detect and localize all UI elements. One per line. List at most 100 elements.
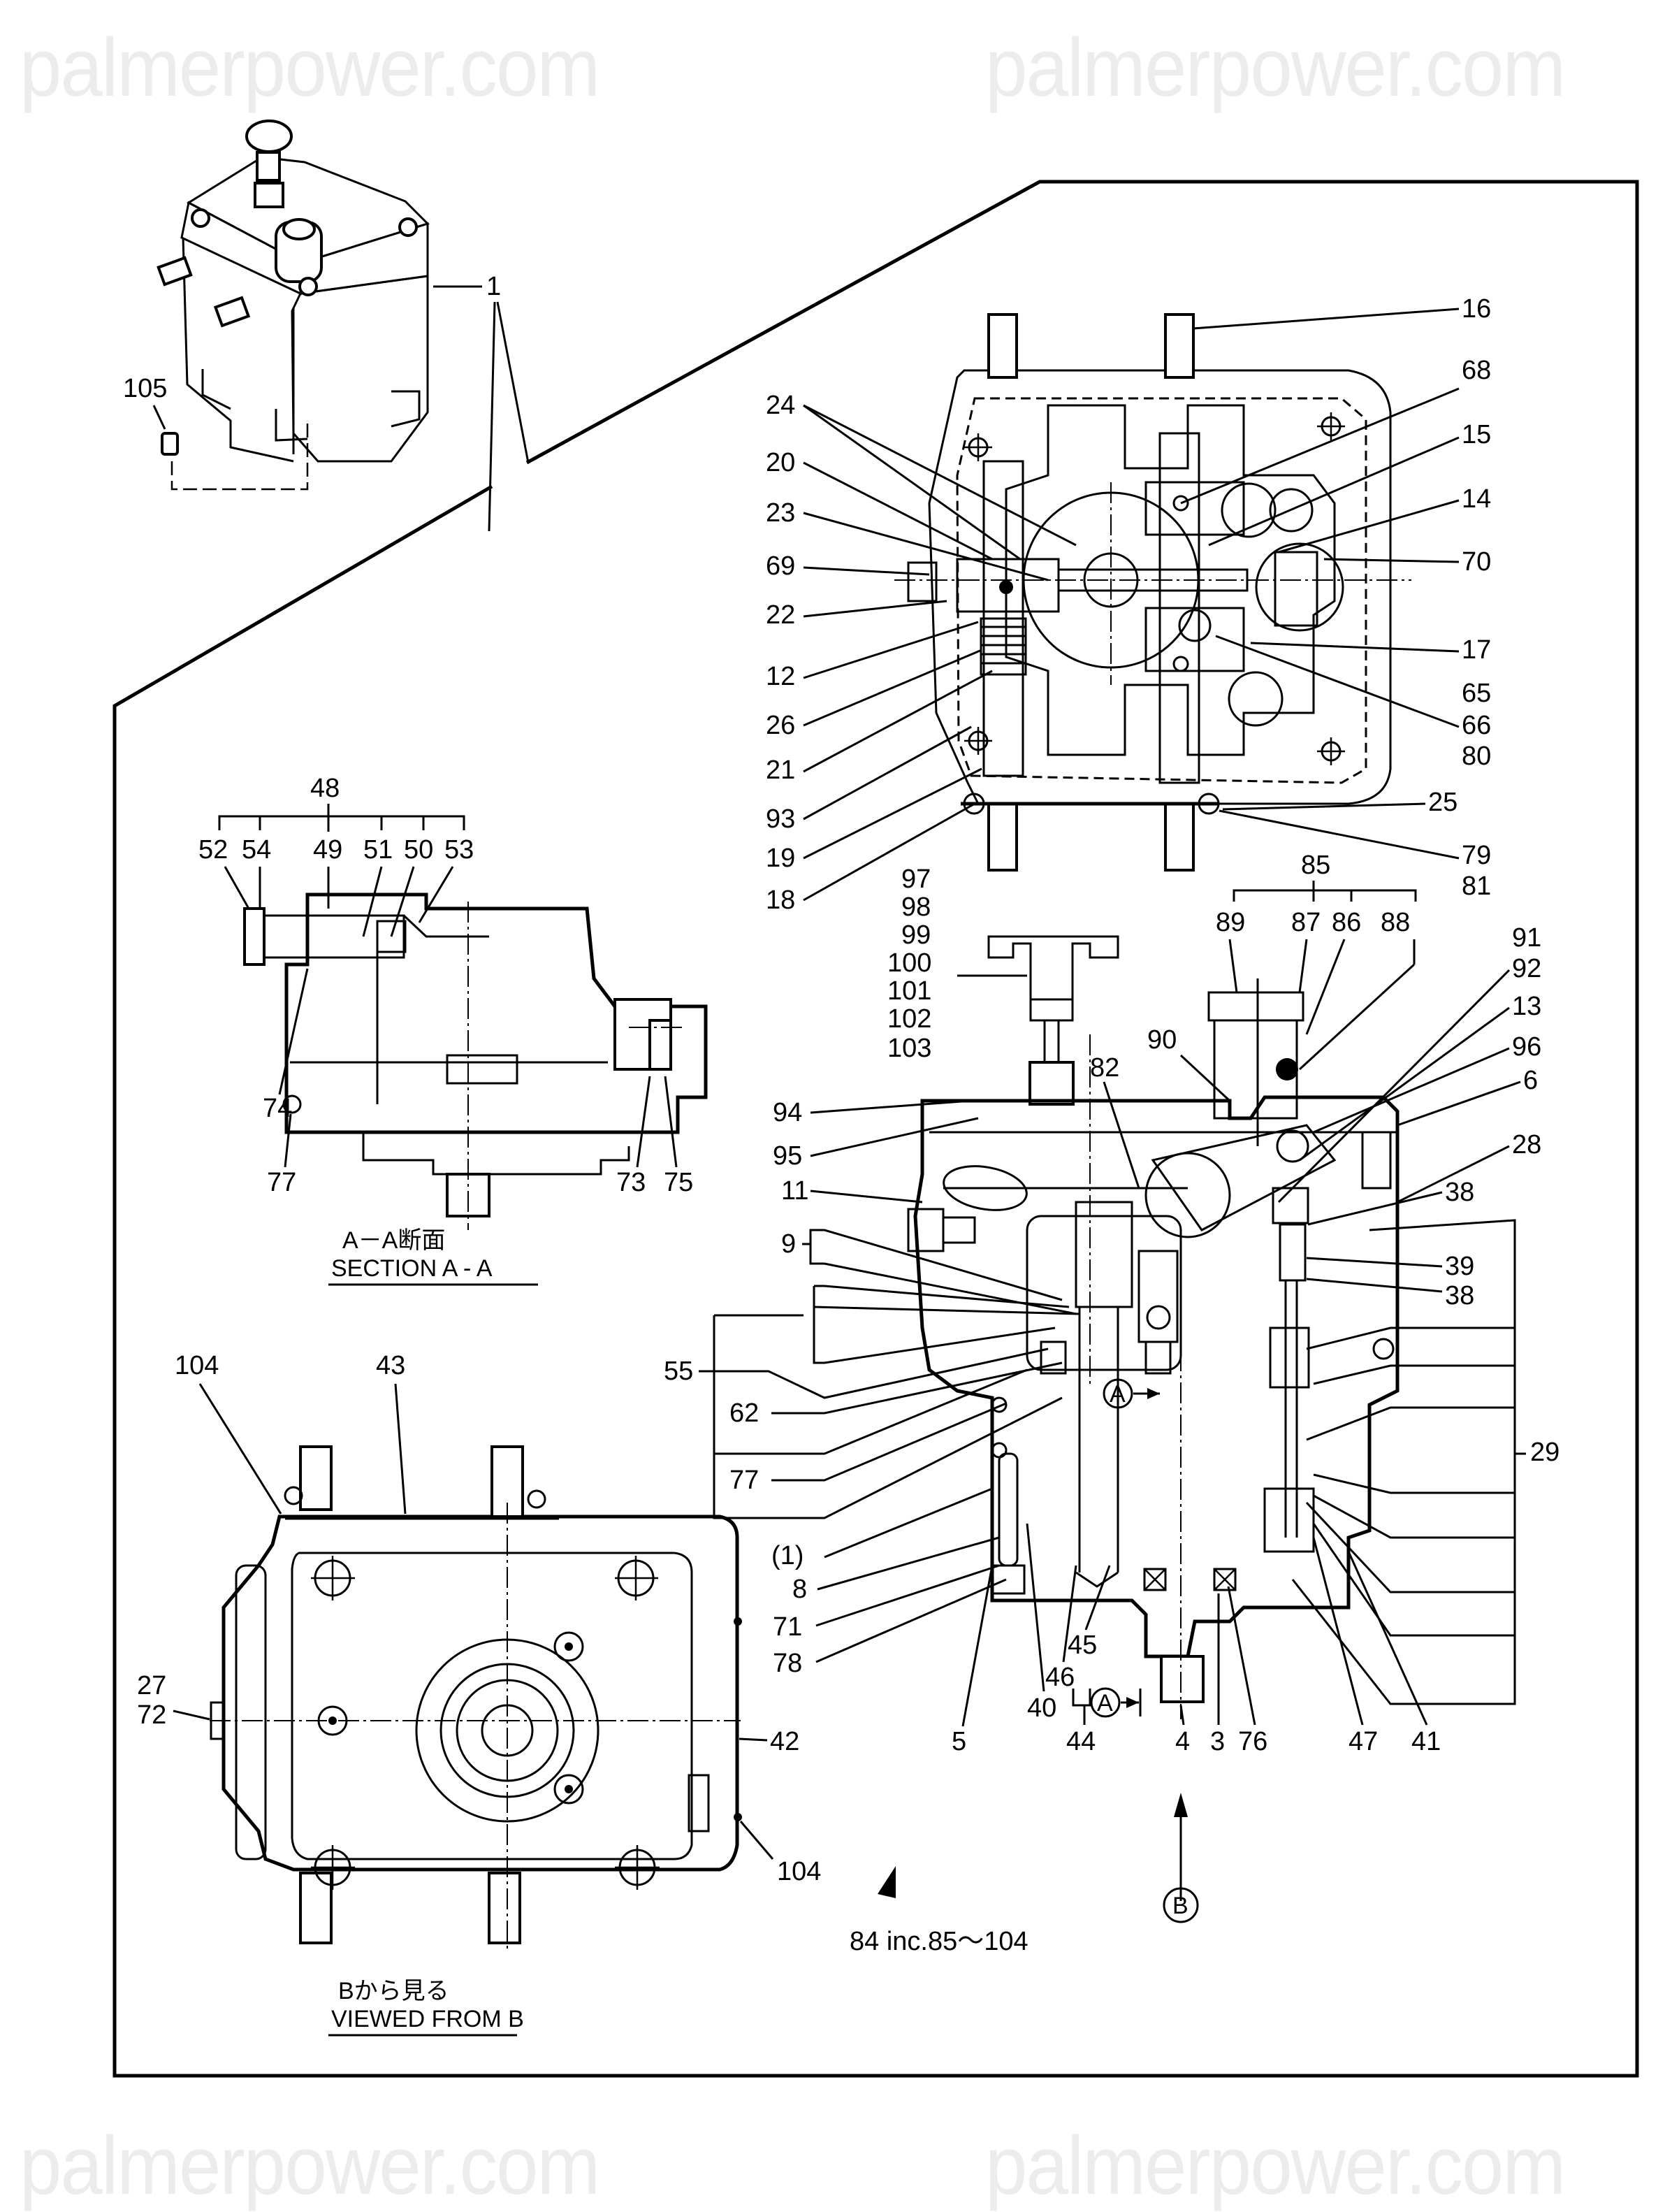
- top-view-callouts-left: 24 20 23 69 22 12 26 21 93 19 18: [766, 391, 1077, 915]
- callout-label: 104: [175, 1351, 219, 1380]
- callout-label: 95: [773, 1141, 802, 1171]
- top-view-shaft-lower-right: [1164, 802, 1195, 872]
- callout-label: 92: [1512, 954, 1541, 983]
- callout-label: 73: [616, 1168, 646, 1197]
- top-view-spring: [980, 617, 1027, 676]
- iso-shaft-front: [213, 296, 251, 328]
- view-caption-en: VIEWED FROM B: [331, 2006, 524, 2032]
- callout-label: 94: [773, 1098, 802, 1127]
- section-a-a-view: 48 52 54 49 51 50 53 74: [198, 774, 708, 1286]
- section-marker-letter: A: [1097, 1690, 1113, 1716]
- main-plug-11: [907, 1208, 945, 1252]
- callout-label: 62: [729, 1398, 759, 1428]
- watermark: palmerpower.com: [20, 22, 600, 114]
- callout-label: 80: [1462, 742, 1491, 771]
- top-view-shaft-lower-left: [987, 802, 1018, 872]
- filler-cap: [1207, 991, 1304, 1022]
- callout-label: 19: [766, 844, 795, 873]
- top-section-view: 24 20 23 69 22 12 26 21 93 19 18 16: [766, 294, 1491, 915]
- view-caption-jp: Bから見る: [338, 1978, 449, 2004]
- watermark: palmerpower.com: [985, 22, 1566, 114]
- callout-label: 26: [766, 711, 795, 740]
- view-b-shaft-top-left: [299, 1445, 333, 1511]
- iso-nut-105: [161, 432, 179, 456]
- callout-label: 21: [766, 756, 795, 785]
- callout-label: 87: [1291, 908, 1321, 937]
- callout-label: 8: [792, 1575, 807, 1604]
- callout-label: 6: [1523, 1066, 1538, 1095]
- callout-label: 28: [1512, 1130, 1541, 1159]
- callout-label: 18: [766, 885, 795, 915]
- section-caption-en: SECTION A - A: [331, 1255, 493, 1282]
- main-section-view: 97 98 99 100 101 102 103: [664, 851, 1560, 1956]
- callout-group-label: 48: [310, 774, 340, 803]
- callout-label: 41: [1411, 1727, 1441, 1756]
- callout-label: 99: [901, 920, 931, 950]
- view-marker-letter: B: [1172, 1893, 1188, 1919]
- callout-label: 9: [781, 1229, 796, 1259]
- callout-label: 46: [1045, 1663, 1075, 1692]
- main-callouts-bottom: 5 40 46 45 44 4 3 76 47 41: [952, 1523, 1441, 1756]
- callout-group-label: 85: [1301, 851, 1330, 880]
- callout-label: 43: [376, 1351, 405, 1380]
- view-b-shaft-bottom-right: [488, 1872, 521, 1944]
- kit-note: 84 inc.85～104: [850, 1927, 1028, 1956]
- callout-label: 69: [766, 551, 795, 581]
- kit-triangle-icon: [878, 1866, 896, 1898]
- callout-label: 88: [1381, 908, 1410, 937]
- callout-label: 52: [198, 835, 228, 865]
- main-callouts-left: 94 95 11 9 55 62 77 (1) 8 71: [664, 1098, 1080, 1678]
- callout-label: 100: [887, 948, 931, 978]
- main-nut: [1028, 1061, 1075, 1106]
- callout-label: 75: [664, 1168, 693, 1197]
- callout-label: 3: [1210, 1727, 1225, 1756]
- top-view-shaft-upper-right: [1164, 313, 1195, 379]
- callout-label: 81: [1462, 872, 1491, 901]
- callout-label: 101: [887, 976, 931, 1006]
- callout-label: 86: [1332, 908, 1361, 937]
- t-handle: [987, 935, 1119, 1001]
- callout-label: 23: [766, 498, 795, 528]
- callout-label: 38: [1445, 1178, 1474, 1207]
- callout-label: 47: [1348, 1727, 1378, 1756]
- top-view-shaft-upper-left: [987, 313, 1018, 379]
- main-callouts-right: 91 92 13 96 6 28 38 39 38 29: [1277, 923, 1560, 1705]
- callout-label: 16: [1462, 294, 1491, 324]
- callout-label: 40: [1027, 1693, 1056, 1723]
- diagram-frame: [112, 180, 1639, 2078]
- top-view-callouts-right: 16 68 15 14 70 17 65 66 80 25 79 81: [1180, 294, 1491, 901]
- callout-label: 17: [1462, 635, 1491, 665]
- callout-label: 98: [901, 892, 931, 922]
- callout-label: 27: [137, 1671, 166, 1700]
- callout-label: 54: [242, 835, 271, 865]
- callout-label: 93: [766, 804, 795, 834]
- callout-label: 4: [1175, 1727, 1190, 1756]
- view-b-bolt-holes: [311, 1556, 660, 1890]
- main-sight-28: [1361, 1131, 1392, 1190]
- iso-knob: [245, 120, 293, 153]
- callout-label: 42: [770, 1727, 799, 1756]
- callout-label: 53: [444, 835, 474, 865]
- callout-label: 11: [781, 1176, 808, 1206]
- section-marker-a-top: A: [1103, 1378, 1160, 1409]
- callout-label: 12: [766, 662, 795, 691]
- iso-knob-nut: [254, 182, 284, 208]
- callout-label: 74: [263, 1094, 292, 1123]
- watermark: palmerpower.com: [20, 2120, 600, 2212]
- iso-knob-stem: [256, 151, 281, 182]
- callout-label: 14: [1462, 484, 1491, 514]
- callout-label: 45: [1068, 1631, 1097, 1660]
- callout-label: 104: [777, 1857, 821, 1886]
- callout-label: (1): [771, 1541, 804, 1570]
- callout-label: 78: [773, 1649, 802, 1678]
- callout-label: 71: [773, 1612, 802, 1642]
- callout-label: 44: [1066, 1727, 1096, 1756]
- callout-label: 102: [887, 1004, 931, 1034]
- callout-label: 105: [123, 374, 167, 403]
- callout-label: 39: [1445, 1252, 1474, 1281]
- callout-label: 70: [1462, 547, 1491, 577]
- callout-label: 5: [952, 1727, 966, 1756]
- aa-plug-52: [243, 907, 266, 966]
- callout-label: 15: [1462, 420, 1491, 449]
- callout-label: 29: [1530, 1438, 1560, 1467]
